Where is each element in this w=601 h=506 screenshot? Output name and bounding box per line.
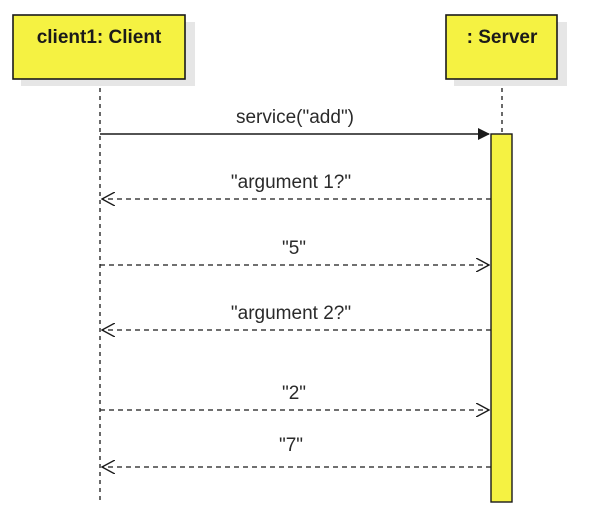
message-label: "argument 1?"	[231, 172, 351, 193]
message-label: service("add")	[236, 107, 354, 128]
message-label: "7"	[279, 435, 303, 456]
message-label: "5"	[282, 238, 306, 259]
message-result-7: "7"	[102, 435, 491, 467]
server-activation-bar	[490, 133, 513, 503]
message-argument-2: "argument 2?"	[102, 303, 491, 330]
participant-client-label: client1: Client	[37, 27, 162, 48]
message-value-2: "2"	[100, 383, 489, 410]
message-service-add: service("add")	[100, 107, 490, 140]
participant-server-box	[445, 14, 558, 80]
participant-client-box	[12, 14, 186, 80]
message-value-5: "5"	[100, 238, 489, 265]
participant-server: : Server	[445, 14, 567, 86]
participant-server-label: : Server	[467, 27, 538, 48]
message-label: "2"	[282, 383, 306, 404]
message-argument-1: "argument 1?"	[102, 172, 491, 199]
message-label: "argument 2?"	[231, 303, 351, 324]
participant-client: client1: Client	[12, 14, 195, 86]
